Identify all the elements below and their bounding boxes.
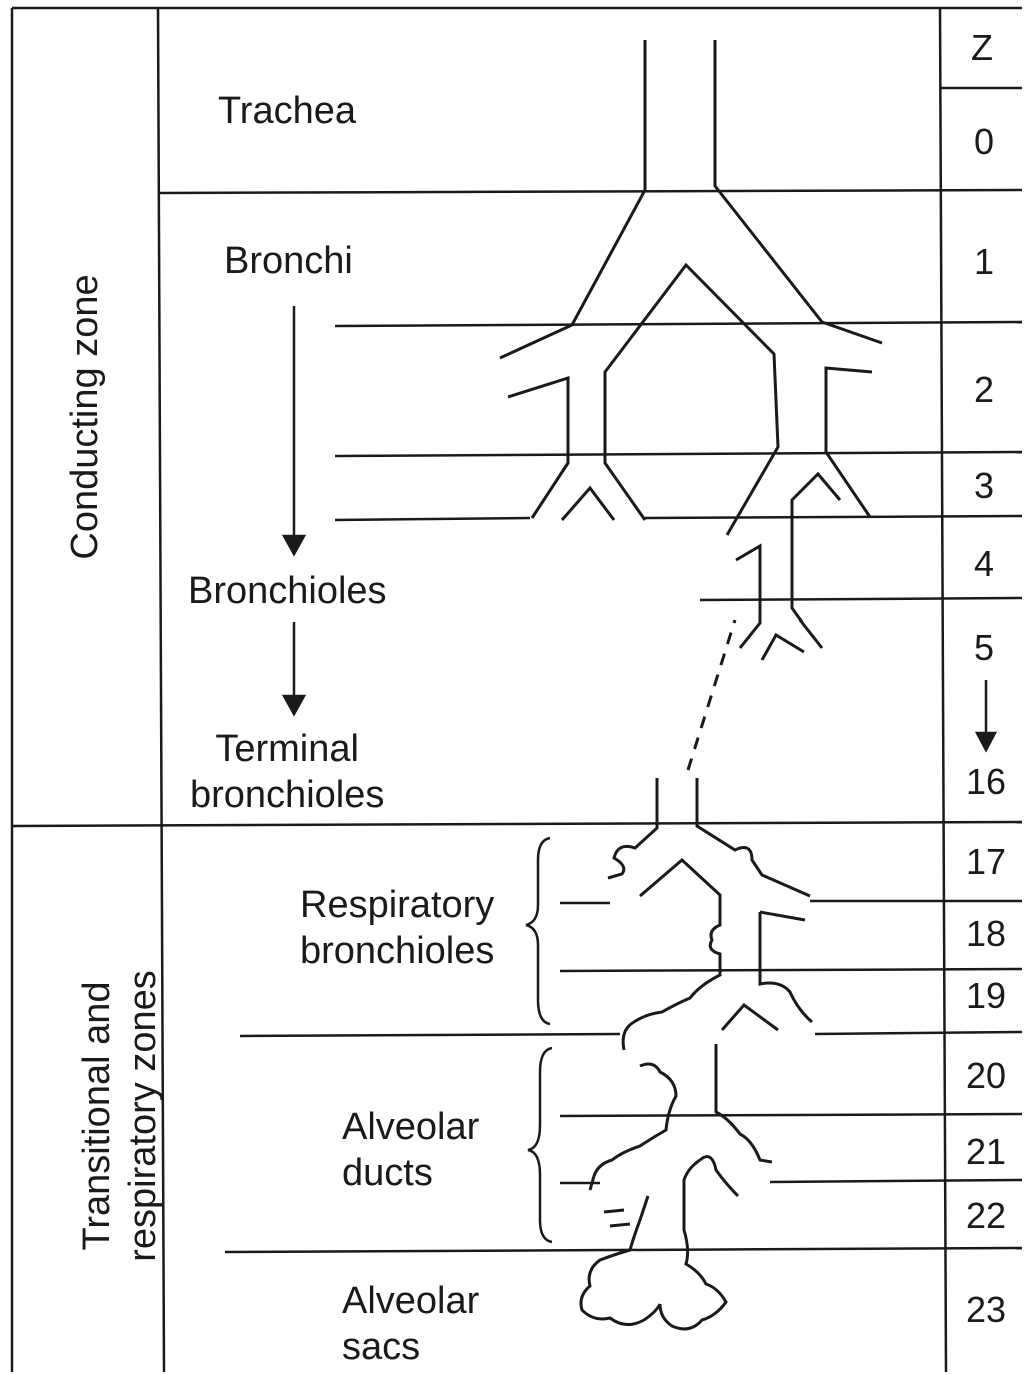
generation-header: Z [971, 27, 993, 68]
generation-number: 4 [973, 543, 995, 584]
label-line: bronchioles [300, 930, 495, 972]
generation-number: 17 [965, 841, 1007, 882]
label-line: Respiratory [300, 884, 495, 926]
zone-conducting: Conducting zone [64, 274, 106, 560]
conducting-airways [499, 40, 883, 771]
generation-number: 16 [965, 761, 1007, 802]
label-line: sacs [342, 1326, 421, 1368]
generation-number: 20 [965, 1055, 1007, 1096]
label-alveolar-ducts: Alveolar ducts [342, 1104, 479, 1196]
generation-number: 5 [973, 627, 995, 668]
generation-number: 0 [973, 121, 995, 162]
generation-number: 2 [973, 369, 995, 410]
label-line: Alveolar [342, 1280, 480, 1322]
label-bronchioles: Bronchioles [188, 570, 387, 612]
generation-number: 1 [973, 241, 995, 282]
alveolar-airways [579, 778, 813, 1331]
label-alveolar-sacs: Alveolar sacs [342, 1278, 479, 1370]
generation-number: 19 [965, 975, 1007, 1016]
zone-transitional: Transitional and respiratory zones [74, 926, 166, 1306]
label-terminal-bronchioles: Terminal bronchioles [190, 726, 384, 818]
label-line: Terminal [215, 728, 359, 770]
generation-number: 21 [965, 1131, 1007, 1172]
generation-number: 3 [973, 465, 995, 506]
label-trachea: Trachea [218, 90, 356, 132]
label-bronchi: Bronchi [224, 240, 353, 282]
zone-separator [11, 820, 1023, 828]
label-line: bronchioles [190, 774, 385, 816]
zone-line: Transitional and [76, 981, 118, 1251]
zone-divider [156, 7, 166, 1373]
generation-number: 23 [965, 1289, 1007, 1330]
label-line: ducts [342, 1152, 433, 1194]
zone-line: respiratory zones [122, 970, 164, 1262]
generation-number: 22 [965, 1195, 1007, 1236]
label-line: Alveolar [342, 1106, 480, 1148]
generation-number: 18 [965, 913, 1007, 954]
label-respiratory-bronchioles: Respiratory bronchioles [300, 882, 494, 974]
generation-divider [938, 7, 948, 1373]
